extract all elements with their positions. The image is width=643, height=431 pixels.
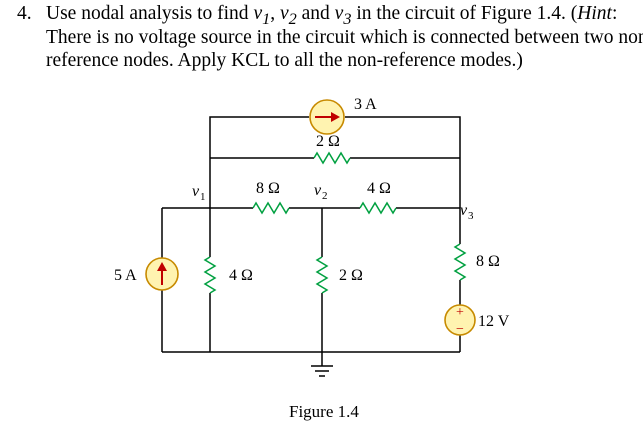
problem-line-2: There is no voltage source in the circui… (46, 27, 643, 48)
problem-text-a: Use nodal analysis to find (46, 3, 254, 24)
resistor-8ohm-mid (252, 201, 290, 215)
node-v3-sub: 3 (468, 210, 474, 222)
problem-comma: , (270, 3, 280, 24)
label-8ohm-mid: 8 Ω (256, 180, 280, 197)
resistor-8ohm-right (453, 243, 467, 281)
resistor-2ohm-center (315, 256, 329, 294)
var-v2-letter: v (279, 3, 289, 24)
problem-line-3: reference nodes. Apply KCL to all the no… (46, 50, 523, 71)
var-v2-sub: 2 (288, 9, 297, 28)
problem-line-1: Use nodal analysis to find v1, v2 and v3… (46, 3, 617, 30)
node-v1-sub: 1 (200, 191, 206, 203)
minus-icon: − (456, 322, 464, 337)
current-source-5a (145, 257, 179, 291)
label-2ohm-top: 2 Ω (316, 133, 340, 150)
var-v3-letter: v (334, 3, 344, 24)
problem-and: and (296, 3, 335, 24)
resistor-4ohm-left (203, 256, 217, 294)
arrow-head-right-icon (331, 112, 340, 122)
wire-top-right (345, 116, 461, 158)
var-v2: v2 (279, 3, 297, 28)
label-4ohm-mid: 4 Ω (367, 180, 391, 197)
node-v3-letter: v (460, 202, 468, 219)
var-v3: v3 (334, 3, 352, 28)
var-v3-sub: 3 (343, 9, 352, 28)
plus-icon: + (456, 305, 464, 320)
label-4ohm-left: 4 Ω (229, 267, 253, 284)
current-source-3a (309, 99, 345, 135)
node-label-v3: v 3 (460, 202, 474, 222)
node-v1-letter: v (192, 183, 200, 200)
label-8ohm-right: 8 Ω (476, 253, 500, 270)
ground-icon (311, 365, 333, 377)
resistor-4ohm-mid (359, 201, 397, 215)
var-v1-sub: 1 (262, 9, 271, 28)
var-v1-letter: v (253, 3, 263, 24)
label-5a: 5 A (114, 267, 137, 284)
voltage-source-12v: + − (444, 304, 476, 337)
problem-text-c: : (611, 3, 618, 24)
circuit-wires (161, 116, 461, 366)
problem-number: 4. (17, 3, 32, 24)
label-12v: 12 V (478, 313, 510, 330)
node-label-v2: v 2 (314, 182, 328, 202)
problem-text-b: in the circuit of Figure 1.4. ( (351, 3, 578, 24)
node-v2-sub: 2 (322, 190, 328, 202)
arrow-head-up-icon (157, 262, 167, 271)
label-2ohm-center: 2 Ω (339, 267, 363, 284)
label-3a: 3 A (354, 96, 377, 113)
hint-label: Hint (577, 3, 612, 24)
wire-top-left (209, 116, 309, 208)
figure-caption: Figure 1.4 (289, 402, 359, 421)
node-v2-letter: v (314, 182, 322, 199)
node-label-v1: v 1 (192, 183, 206, 203)
resistor-2ohm-top (313, 151, 351, 165)
var-v1: v1 (253, 3, 270, 28)
